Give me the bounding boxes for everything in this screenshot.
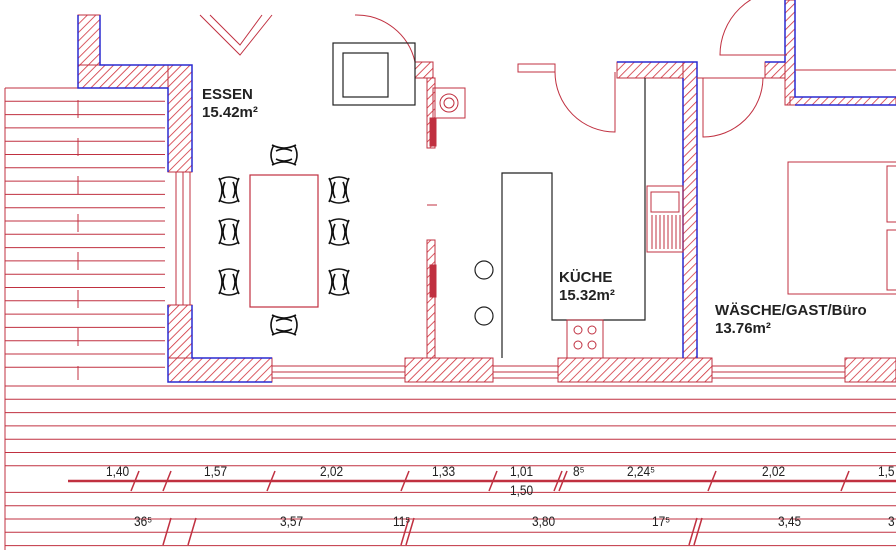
dimension-label: 2,02 [762,463,786,479]
room-name: ESSEN [202,86,253,103]
door-essen [354,14,416,63]
door-kitchen [554,71,616,133]
dimension-label: 1,40 [106,463,130,479]
bed [787,161,896,295]
dimension-tick [693,517,703,546]
dimension-label: 8⁵ [573,463,585,479]
chair [270,314,298,336]
wall [682,61,698,359]
dimension-label: 3,45 [778,513,802,529]
wall [426,239,436,359]
fridge [332,42,416,106]
dimension-tick [553,470,563,492]
chair [328,268,350,296]
dimension-label: 3,57 [280,513,304,529]
bay-window [199,14,273,56]
dimension-label: 1,50 [510,482,534,498]
chair [218,268,240,296]
room-label-waesche: WÄSCHE/GAST/Büro 13.76m² [715,302,867,338]
dimension-label: 1,01 [510,463,534,479]
chair [218,218,240,246]
dimension-lines [68,470,896,546]
dimension-label: 17⁵ [652,513,671,529]
dimension-label: 11⁵ [393,513,411,529]
room-area: 15.32m² [559,287,615,304]
dimension-tick [266,470,276,492]
dimension-tick [400,470,410,492]
dimension-tick [488,470,498,492]
wall [414,61,434,79]
stove [566,319,604,359]
chair [328,218,350,246]
sink [646,185,684,253]
stool [474,260,494,280]
wall [404,357,494,383]
room-area: 15.42m² [202,104,258,121]
wall [167,64,193,173]
dimension-label: 36⁵ [134,513,153,529]
dimension-tick [400,517,410,546]
dimension-tick [187,517,197,546]
wall [557,357,713,383]
dimension-label: 1,5 [878,463,895,479]
dimension-tick [162,517,172,546]
wall [167,357,273,383]
chair [270,144,298,166]
stool [474,306,494,326]
dimension-label: 2,24⁵ [627,463,656,479]
kitchen-furniture [332,42,646,358]
walls [77,0,896,383]
room-name: WÄSCHE/GAST/Büro [715,302,867,319]
wall [784,0,796,106]
wall [426,77,436,149]
chair [328,176,350,204]
doors [199,0,787,138]
dimension-label: 3 [888,513,895,529]
room-label-kueche: KÜCHE 15.32m² [559,269,615,305]
wall [789,96,896,106]
room-area: 13.76m² [715,320,771,337]
dimension-tick [707,470,717,492]
terrace-planks [4,87,896,550]
dimension-tick [840,470,850,492]
room-name: KÜCHE [559,269,613,286]
dimension-label: 1,57 [204,463,228,479]
dimension-tick [558,470,568,492]
door-guest [702,77,764,138]
dining-table [249,174,319,308]
dimension-tick [130,470,140,492]
dimension-tick [405,517,415,546]
dining-chairs [218,144,350,336]
dining-furniture [249,174,319,308]
windows [175,63,896,379]
dimension-label: 3,80 [532,513,556,529]
dimension-label: 2,02 [320,463,344,479]
chair [218,176,240,204]
kitchen-appliances [427,87,684,359]
dimension-tick [162,470,172,492]
room-label-essen: ESSEN 15.42m² [202,86,258,122]
wall [844,357,896,383]
dimension-label: 1,33 [432,463,456,479]
dimension-tick [688,517,698,546]
door-top [719,0,787,56]
